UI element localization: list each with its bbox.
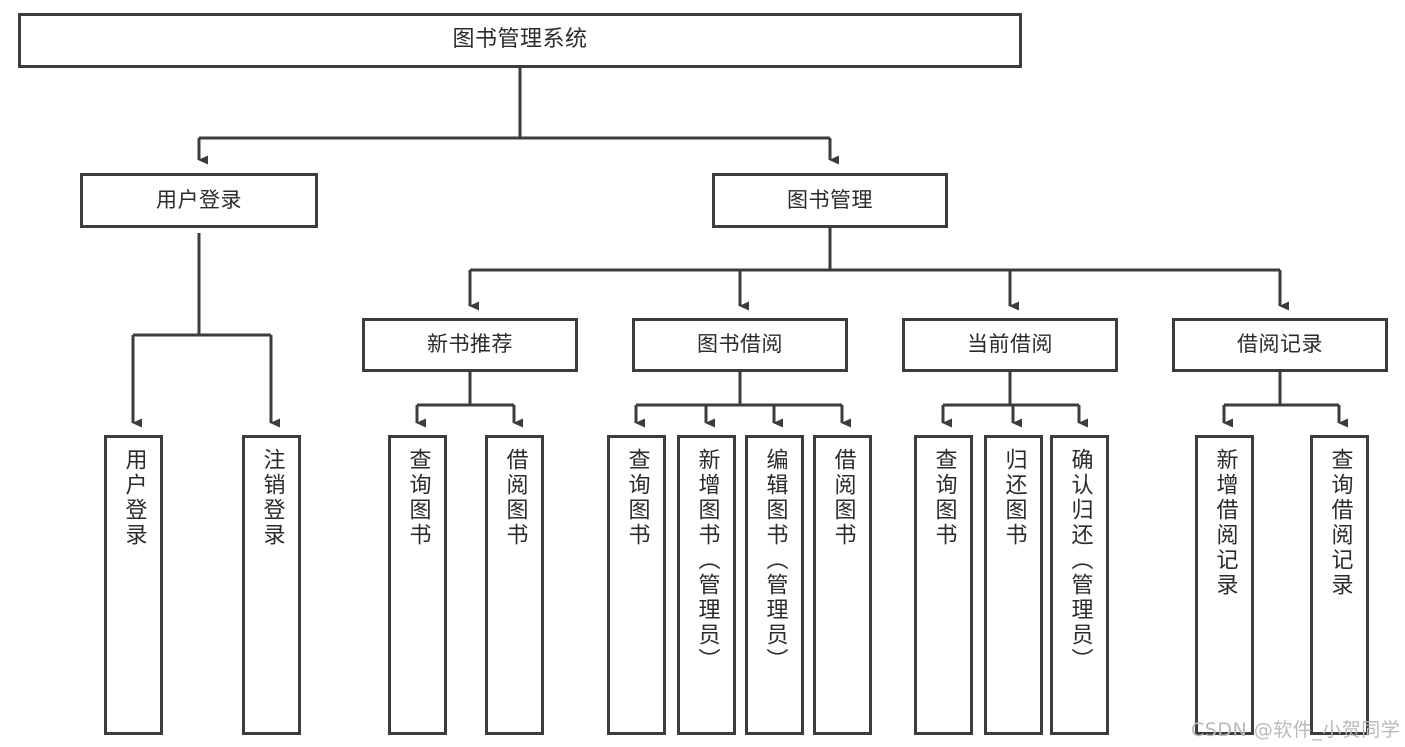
leaf-new-books-query[interactable]: 查询图书 <box>388 435 447 735</box>
leaf-book-borrow-query-label: 查询图书 <box>624 448 650 548</box>
leaf-book-borrow-edit[interactable]: 编辑图书（管理员） <box>745 435 804 735</box>
leaf-current-borrow-return-label: 归还图书 <box>1001 448 1027 548</box>
leaf-user-login-logout-label: 注销登录 <box>259 448 285 548</box>
leaf-user-login-login-label: 用户登录 <box>121 448 147 548</box>
node-user-login[interactable]: 用户登录 <box>80 173 318 228</box>
leaf-current-borrow-query-label: 查询图书 <box>931 448 957 548</box>
watermark: CSDN @软件_小贺同学 <box>1191 719 1401 741</box>
leaf-current-borrow-return[interactable]: 归还图书 <box>984 435 1043 735</box>
leaf-user-login-login[interactable]: 用户登录 <box>104 435 163 735</box>
leaf-book-borrow-borrow-label: 借阅图书 <box>830 448 856 548</box>
leaf-current-borrow-query[interactable]: 查询图书 <box>914 435 973 735</box>
node-book-management[interactable]: 图书管理 <box>712 173 948 228</box>
leaf-book-borrow-add[interactable]: 新增图书（管理员） <box>677 435 736 735</box>
node-new-book-recommend[interactable]: 新书推荐 <box>362 318 578 372</box>
node-book-borrow[interactable]: 图书借阅 <box>632 318 848 372</box>
node-book-management-label: 图书管理 <box>787 187 873 212</box>
node-root-system-label: 图书管理系统 <box>452 27 588 53</box>
node-book-borrow-label: 图书借阅 <box>697 332 783 357</box>
leaf-borrow-records-query-label: 查询借阅记录 <box>1327 448 1353 598</box>
node-borrow-records-label: 借阅记录 <box>1237 332 1323 357</box>
leaf-borrow-records-add-label: 新增借阅记录 <box>1212 448 1238 598</box>
node-user-login-label: 用户登录 <box>156 187 242 212</box>
leaf-book-borrow-edit-label: 编辑图书（管理员） <box>762 448 788 673</box>
node-current-borrow-label: 当前借阅 <box>967 332 1053 357</box>
leaf-book-borrow-query[interactable]: 查询图书 <box>607 435 666 735</box>
node-root-system[interactable]: 图书管理系统 <box>18 13 1022 68</box>
leaf-current-borrow-confirm-return-label: 确认归还（管理员） <box>1067 448 1093 673</box>
leaf-book-borrow-add-label: 新增图书（管理员） <box>694 448 720 673</box>
leaf-current-borrow-confirm-return[interactable]: 确认归还（管理员） <box>1050 435 1109 735</box>
leaf-borrow-records-query[interactable]: 查询借阅记录 <box>1310 435 1369 735</box>
leaf-new-books-borrow[interactable]: 借阅图书 <box>485 435 544 735</box>
leaf-book-borrow-borrow[interactable]: 借阅图书 <box>813 435 872 735</box>
node-borrow-records[interactable]: 借阅记录 <box>1172 318 1388 372</box>
leaf-user-login-logout[interactable]: 注销登录 <box>242 435 301 735</box>
leaf-new-books-query-label: 查询图书 <box>405 448 431 548</box>
leaf-new-books-borrow-label: 借阅图书 <box>502 448 528 548</box>
node-new-book-recommend-label: 新书推荐 <box>427 332 513 357</box>
leaf-borrow-records-add[interactable]: 新增借阅记录 <box>1195 435 1254 735</box>
node-current-borrow[interactable]: 当前借阅 <box>902 318 1118 372</box>
